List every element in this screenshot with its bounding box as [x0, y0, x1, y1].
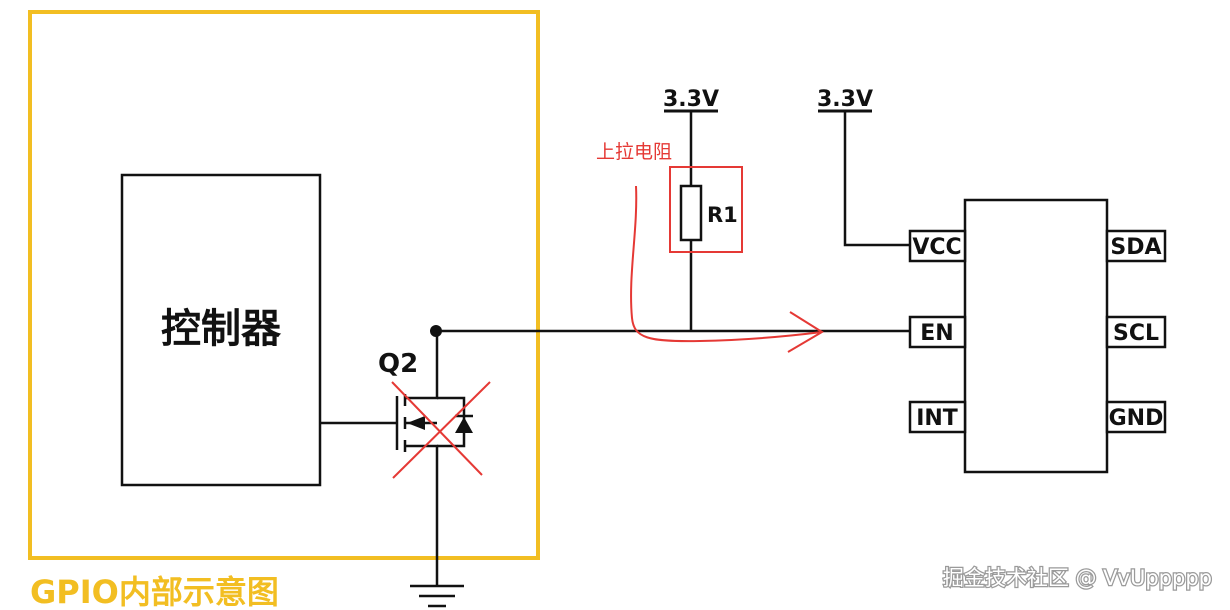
red-cross-line-1	[391, 381, 483, 476]
chip-body	[963, 198, 1109, 474]
controller-label: 控制器	[161, 306, 282, 352]
gpio-title: GPIO内部示意图	[30, 573, 279, 610]
vcc-wire	[843, 111, 910, 247]
body-diode	[455, 417, 473, 433]
transistor-label: Q2	[378, 349, 418, 379]
resistor-r1	[679, 184, 703, 242]
supply-right-label: 3.3V	[817, 87, 873, 112]
svg-text:SDA: SDA	[1110, 235, 1161, 260]
chip-pin-sda: SDA	[1105, 229, 1167, 263]
resistor-highlight-box	[669, 166, 743, 253]
current-flow-arrowhead	[787, 311, 824, 353]
resistor-label: R1	[707, 203, 738, 227]
svg-text:INT: INT	[916, 406, 958, 431]
ground-symbol	[410, 584, 464, 608]
pullup-annotation: 上拉电阻	[596, 141, 672, 163]
chip-pin-en: EN	[908, 315, 967, 349]
supply-left-label: 3.3V	[663, 87, 719, 112]
svg-text:SCL: SCL	[1113, 321, 1159, 346]
watermark: 掘金技术社区 @ VvUppppp	[943, 566, 1212, 590]
controller-block	[120, 173, 322, 487]
chip-pin-scl: SCL	[1105, 315, 1167, 349]
chip-pin-gnd: GND	[1105, 400, 1167, 434]
chip-pin-int: INT	[908, 400, 967, 434]
svg-text:VCC: VCC	[912, 235, 961, 260]
gpio-box	[28, 10, 540, 560]
red-cross-line-2	[392, 381, 491, 479]
current-flow-arrow	[630, 185, 823, 343]
svg-text:GND: GND	[1109, 406, 1164, 431]
transistor-arrow	[407, 416, 425, 430]
svg-text:EN: EN	[920, 321, 953, 346]
chip-pin-vcc: VCC	[908, 229, 967, 263]
